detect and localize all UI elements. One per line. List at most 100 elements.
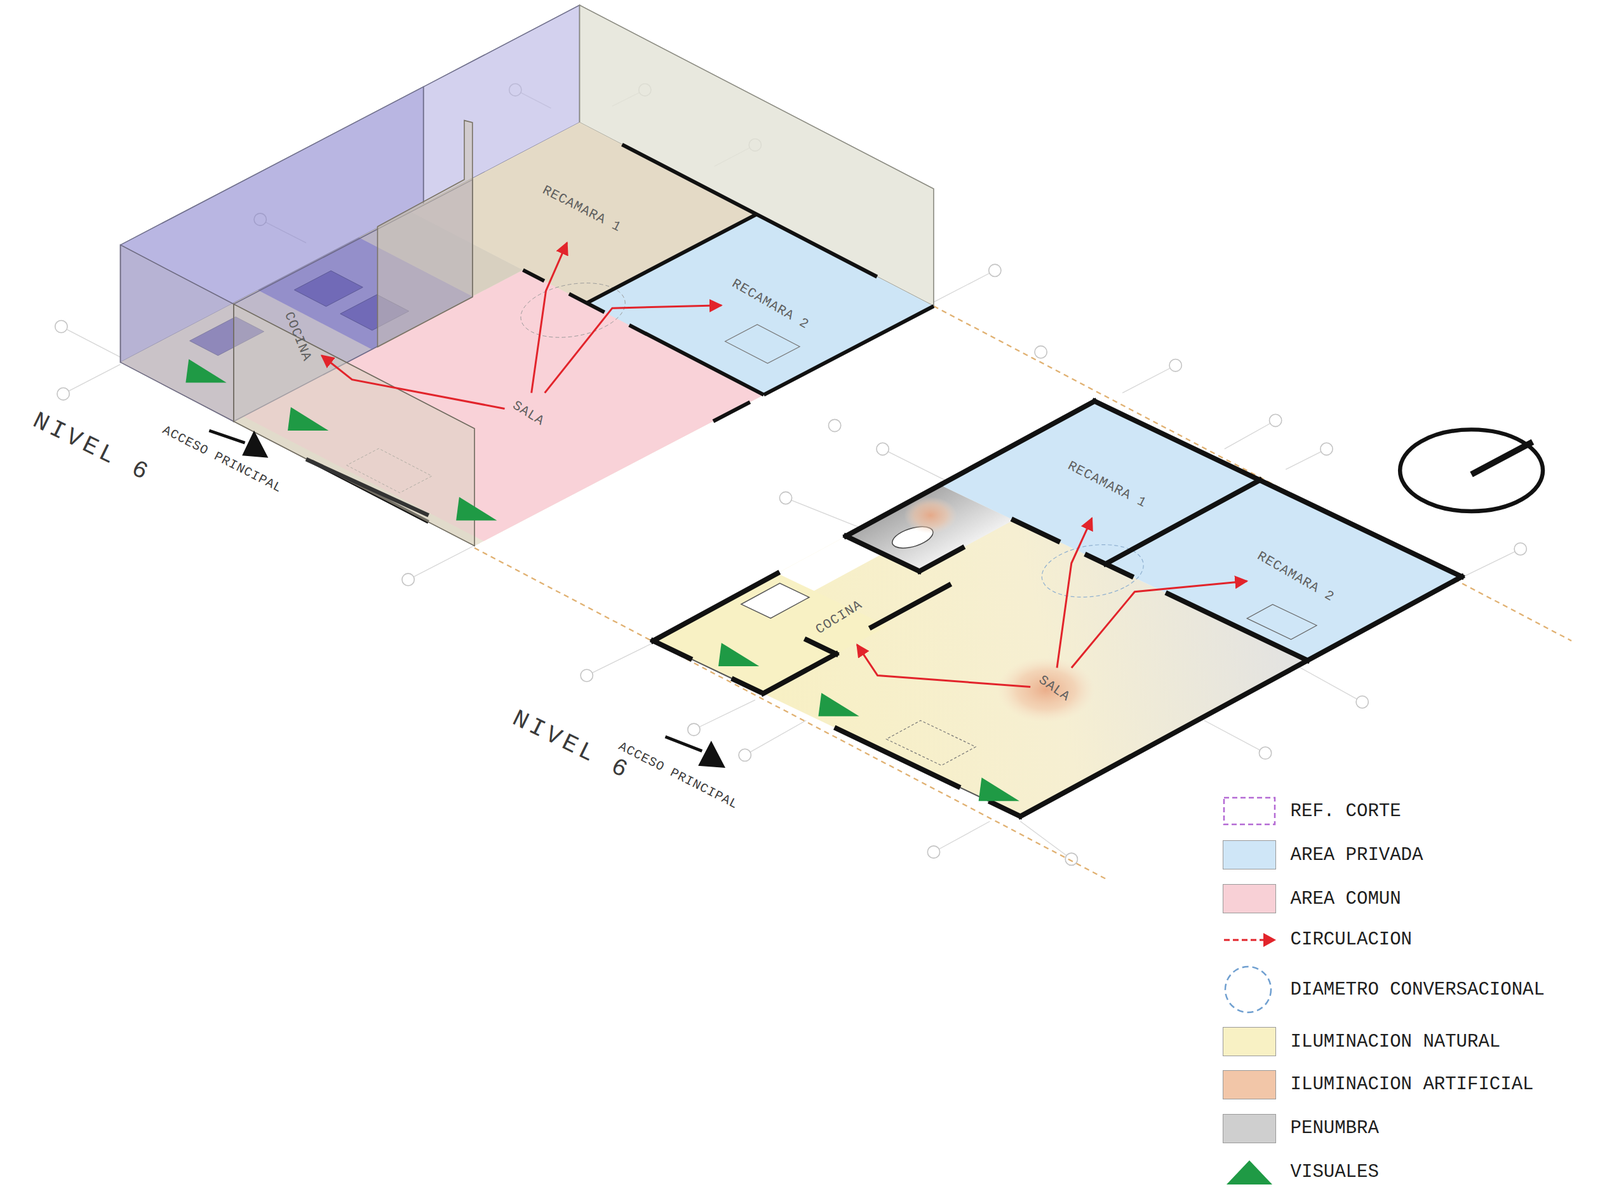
north-compass (1471, 442, 1533, 475)
grid-bubble (1269, 414, 1282, 427)
legend-row: REF. CORTE (1222, 795, 1402, 827)
legend-symbol (1222, 974, 1277, 1005)
circulation-symbol (1223, 938, 1268, 941)
grid-bubble (55, 320, 68, 333)
legend-row: ILUMINACION ARTIFICIAL (1222, 1069, 1534, 1101)
visual-triangle (818, 692, 859, 717)
access-arrow (665, 736, 702, 751)
grid-bubble (1356, 696, 1369, 709)
legend-swatch (1222, 1027, 1277, 1057)
legend-symbol (1222, 925, 1277, 955)
front-wall (233, 304, 475, 547)
grid-bubble (57, 388, 70, 401)
north-compass (1399, 429, 1543, 512)
bottom-floor (652, 401, 1462, 817)
grid-axis (408, 543, 480, 580)
legend-row: CIRCULACION (1222, 924, 1412, 956)
grid-bubble (876, 442, 889, 455)
grid-axis (60, 326, 121, 357)
access-arrow (208, 430, 725, 768)
circulation-symbol (1263, 933, 1277, 948)
visual-triangle (718, 642, 760, 667)
grid-bubble (1034, 346, 1047, 359)
legend-symbol (1222, 796, 1277, 826)
legend-symbol (1222, 1157, 1277, 1188)
visual-triangle (185, 359, 227, 384)
grid-bubble (580, 669, 593, 682)
grid-axis (933, 821, 990, 852)
grid-axis (693, 699, 755, 730)
grid-bubble (1514, 543, 1527, 556)
grid-bubble (1258, 746, 1271, 760)
legend-row: AREA COMUN (1222, 883, 1402, 915)
legend-text: AREA COMUN (1290, 888, 1402, 910)
legend-swatch (1222, 1070, 1277, 1100)
bottom-floor (652, 573, 888, 694)
top-floor (120, 122, 934, 547)
top-floor (725, 324, 800, 364)
legend-text: AREA PRIVADA (1290, 844, 1424, 866)
partition-wall (377, 120, 472, 348)
visual-triangle (978, 777, 1020, 801)
legend-text: REF. CORTE (1290, 800, 1402, 822)
access-label: ACCESO PRINCIPAL (616, 738, 741, 812)
access-arrow (208, 430, 245, 443)
legend-text: VISUALES (1290, 1161, 1379, 1183)
legend-symbol (1222, 974, 1277, 1005)
circulation-arrow (1071, 581, 1247, 668)
access-arrow (698, 741, 725, 768)
legend-swatch (1222, 1114, 1277, 1144)
artificial-light (903, 496, 1095, 723)
conversation-circle-symbol (1225, 966, 1271, 1013)
grid-axis (1020, 821, 1072, 859)
legend-swatch (1222, 884, 1277, 914)
grid-bubble (828, 419, 841, 432)
legend-swatch (1222, 840, 1277, 870)
visual-symbol (1226, 1160, 1273, 1185)
grid-axis (586, 642, 653, 676)
legend-row: ILUMINACION NATURAL (1222, 1026, 1501, 1057)
legend-row: VISUALES (1222, 1157, 1379, 1188)
artificial-light (903, 496, 958, 534)
grid-axis (933, 270, 995, 303)
front-wall (120, 245, 234, 422)
grid-axis (1122, 365, 1176, 393)
grid-axis (1204, 720, 1266, 753)
top-floor (586, 214, 934, 395)
circulation-arrow (544, 305, 722, 394)
legend-symbol (1222, 1157, 1277, 1188)
grid-axis (1285, 449, 1327, 470)
front-wall (120, 245, 475, 547)
visual-triangle (185, 359, 1020, 802)
north-compass (1399, 429, 1543, 512)
legend-text: DIAMETRO CONVERSACIONAL (1290, 979, 1545, 1001)
circulation-arrow (321, 355, 505, 410)
access-arrow (242, 431, 268, 458)
grid-bubble (779, 491, 792, 504)
bottom-floor (652, 401, 1462, 817)
circulation-arrow (1056, 518, 1092, 669)
front-wall (306, 459, 429, 516)
grid-bubble (1065, 853, 1078, 866)
legend-text: ILUMINACION ARTIFICIAL (1290, 1074, 1534, 1096)
legend-row: AREA PRIVADA (1222, 839, 1424, 871)
legend-text: PENUMBRA (1290, 1117, 1379, 1139)
visual-triangle (287, 407, 329, 431)
grid-axis (745, 720, 807, 756)
top-floor (120, 122, 934, 547)
grid-axis (882, 449, 955, 485)
legend-text: CIRCULACION (1290, 929, 1412, 951)
grid-bubble (738, 748, 751, 761)
level-title: NIVEL 6 (508, 704, 636, 786)
legend-symbol (1222, 925, 1277, 955)
grid-axis (63, 364, 121, 395)
legend-row: DIAMETRO CONVERSACIONAL (1222, 974, 1545, 1005)
artificial-light (997, 657, 1096, 723)
grid-bubble (988, 264, 1002, 277)
legend-text: ILUMINACION NATURAL (1290, 1031, 1501, 1053)
grid-axis (785, 497, 868, 531)
legend-symbol (1222, 796, 1277, 826)
